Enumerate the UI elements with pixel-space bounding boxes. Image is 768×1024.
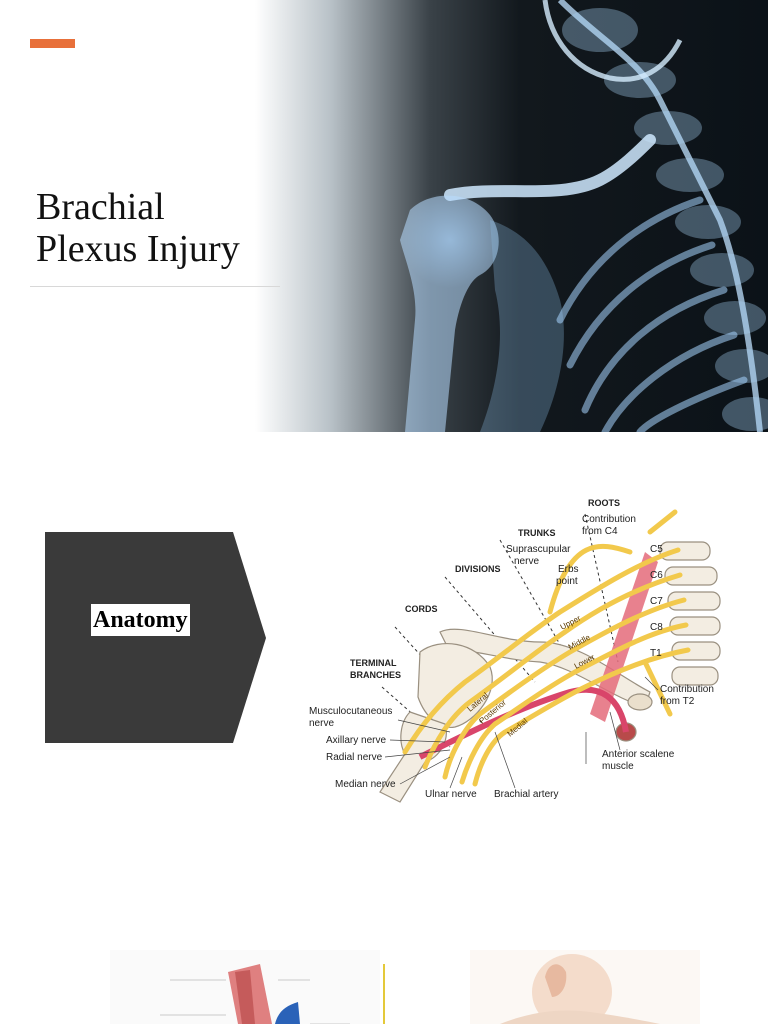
- callout-musculocutaneous-line2: nerve: [309, 718, 334, 729]
- callout-radial: Radial nerve: [326, 752, 383, 763]
- callout-axillary: Axillary nerve: [326, 735, 386, 746]
- callout-scalene-line2: muscle: [602, 761, 634, 772]
- accent-bar: [30, 39, 75, 48]
- anatomy-slide: Anatomy: [0, 432, 768, 942]
- nerve-bundle: [402, 509, 691, 787]
- title-slide: Brachial Plexus Injury: [0, 0, 768, 432]
- callout-ulnar: Ulnar nerve: [425, 789, 477, 800]
- level-guides: [381, 513, 619, 748]
- callout-suprascapular-line1: Suprascupular: [506, 544, 571, 555]
- slide-title: Brachial Plexus Injury: [36, 186, 296, 270]
- bones: [379, 541, 721, 803]
- label-terminal: TERMINAL: [350, 658, 397, 668]
- label-c5: C5: [650, 544, 663, 555]
- callout-c4-line2: from C4: [582, 526, 618, 537]
- leader-lines: [384, 676, 659, 789]
- callout-musculocutaneous-line1: Musculocutaneous: [309, 706, 392, 717]
- label-branches: BRANCHES: [350, 670, 401, 680]
- callout-t2-line2: from T2: [660, 696, 695, 707]
- partial-anatomy-images: [110, 950, 700, 1024]
- callout-median: Median nerve: [335, 779, 396, 790]
- shoulder-xray-image: [0, 0, 768, 432]
- callout-brachial-artery: Brachial artery: [494, 789, 558, 800]
- title-divider: [30, 286, 280, 287]
- callout-t2-line1: Contribution: [660, 684, 714, 695]
- label-c8: C8: [650, 622, 663, 633]
- label-cords: CORDS: [405, 604, 438, 614]
- label-divisions: DIVISIONS: [455, 564, 501, 574]
- callout-scalene-line1: Anterior scalene: [602, 749, 675, 760]
- callout-suprascapular-line2: nerve: [514, 556, 539, 567]
- section-label: Anatomy: [91, 604, 190, 636]
- callout-erbs-line2: point: [556, 576, 578, 587]
- next-slide-preview: [0, 942, 768, 1024]
- title-line-2: Plexus Injury: [36, 228, 240, 270]
- anterior-scalene-muscle: [590, 552, 658, 722]
- label-c6: C6: [650, 570, 663, 581]
- callout-c4-line1: Contribution: [582, 514, 636, 525]
- brachial-plexus-diagram: ROOTS TRUNKS DIVISIONS CORDS TERMINAL BR…: [309, 498, 721, 803]
- title-line-1: Brachial: [36, 186, 165, 228]
- label-medial: Medial: [506, 716, 530, 738]
- label-c7: C7: [650, 596, 663, 607]
- label-t1: T1: [650, 648, 662, 659]
- label-roots: ROOTS: [588, 498, 620, 508]
- chevron-shape: [45, 532, 266, 743]
- label-trunks: TRUNKS: [518, 528, 556, 538]
- callout-erbs-line1: Erbs: [558, 564, 579, 575]
